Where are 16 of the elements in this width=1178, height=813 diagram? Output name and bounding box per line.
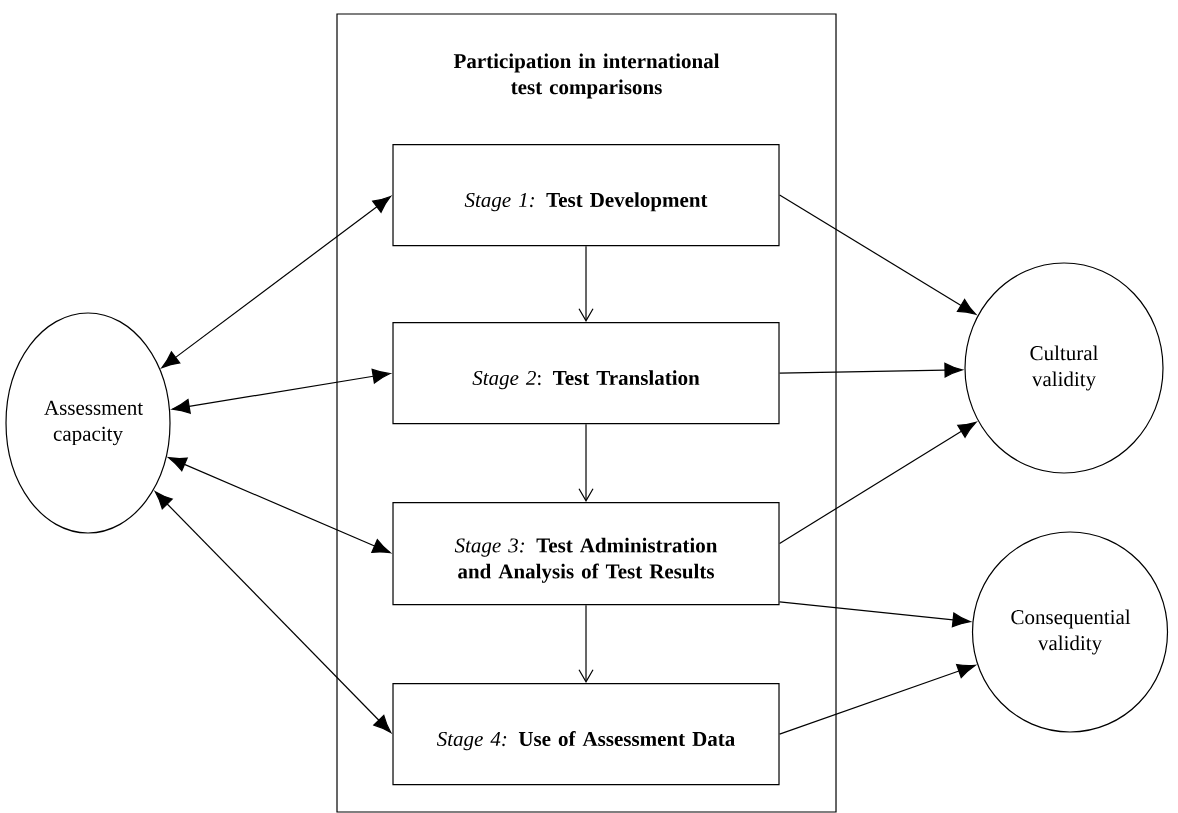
stage-box: Stage 4: Use of Assessment Data xyxy=(392,683,780,786)
stage-box: Stage 2: Test Translation xyxy=(392,322,780,425)
arrow xyxy=(578,423,594,502)
arrow xyxy=(779,194,977,315)
arrow xyxy=(168,457,391,554)
arrow xyxy=(154,491,392,734)
arrow xyxy=(779,663,976,735)
stage-box: Stage 3: Test Administration and Analysis of Test Results xyxy=(392,502,780,606)
arrow xyxy=(779,601,971,628)
arrow xyxy=(161,195,392,369)
stage-box: Stage 1: Test Development xyxy=(392,144,780,247)
arrow xyxy=(578,604,594,683)
arrow xyxy=(779,421,977,545)
arrow xyxy=(779,362,963,378)
arrow xyxy=(578,245,594,322)
arrow xyxy=(171,368,391,414)
